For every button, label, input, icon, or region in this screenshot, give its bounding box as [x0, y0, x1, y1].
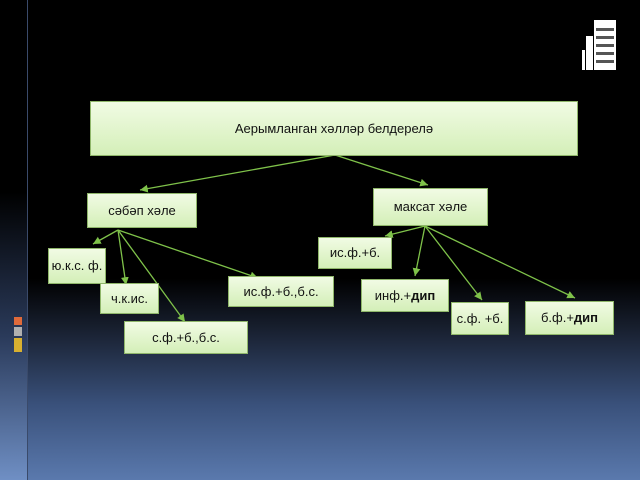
- node-bf-prefix: б.ф.+: [540, 310, 574, 325]
- node-bf: б.ф.+дип: [525, 301, 614, 335]
- node-isfb: ис.ф.+б.: [318, 237, 392, 269]
- node-inf-label: инф.+дип: [374, 287, 436, 303]
- accent-square-yellow: [14, 338, 22, 352]
- node-sabap-label: сәбәп хәле: [108, 202, 176, 218]
- accent-square-orange: [14, 317, 22, 325]
- node-sfbs: с.ф.+б.,б.с.: [124, 321, 248, 354]
- node-isfbs: ис.ф.+б.,б.с.: [228, 276, 334, 307]
- document-stack-icon: [582, 20, 616, 70]
- root-node: Аерымланган хәлләр белдерелә: [90, 101, 578, 156]
- connector-sabap-chkis: [117, 229, 129, 286]
- node-yuks: ю.к.с. ф.: [48, 248, 106, 284]
- connector-maksat-bf: [424, 225, 576, 299]
- connector-maksat-sfb: [424, 225, 483, 301]
- node-bf-bold: дип: [573, 310, 599, 325]
- connector-maksat-inf: [412, 225, 426, 277]
- accent-square-gray: [14, 327, 22, 336]
- connector-sabap-isfbs: [117, 229, 259, 280]
- left-accent-strip: [0, 0, 28, 480]
- root-node-label: Аерымланган хәлләр белдерелә: [234, 120, 434, 136]
- connector-sabap-sfbs: [117, 229, 186, 323]
- node-inf: инф.+дип: [361, 279, 449, 312]
- node-maksat: максат хәле: [373, 188, 488, 226]
- node-sfbs-label: с.ф.+б.,б.с.: [152, 329, 220, 345]
- connector-sabap-yuks: [92, 229, 119, 245]
- node-chkis-label: ч.к.ис.: [110, 290, 149, 306]
- connector-root-sabap: [139, 154, 336, 193]
- node-sfb: с.ф. +б.: [451, 302, 509, 335]
- node-chkis: ч.к.ис.: [100, 283, 159, 314]
- node-bf-label: б.ф.+дип: [541, 311, 598, 325]
- node-yuks-label: ю.к.с. ф.: [51, 258, 103, 273]
- node-sabap: сәбәп хәле: [87, 193, 197, 228]
- node-inf-prefix: инф.+: [374, 287, 412, 303]
- node-inf-bold: дип: [411, 287, 436, 303]
- connector-maksat-isfb: [384, 225, 426, 238]
- connector-root-maksat: [334, 154, 429, 187]
- node-maksat-label: максат хәле: [393, 199, 468, 214]
- node-sfb-label: с.ф. +б.: [456, 310, 504, 326]
- node-isfbs-label: ис.ф.+б.,б.с.: [243, 283, 319, 299]
- node-isfb-label: ис.ф.+б.: [329, 245, 381, 260]
